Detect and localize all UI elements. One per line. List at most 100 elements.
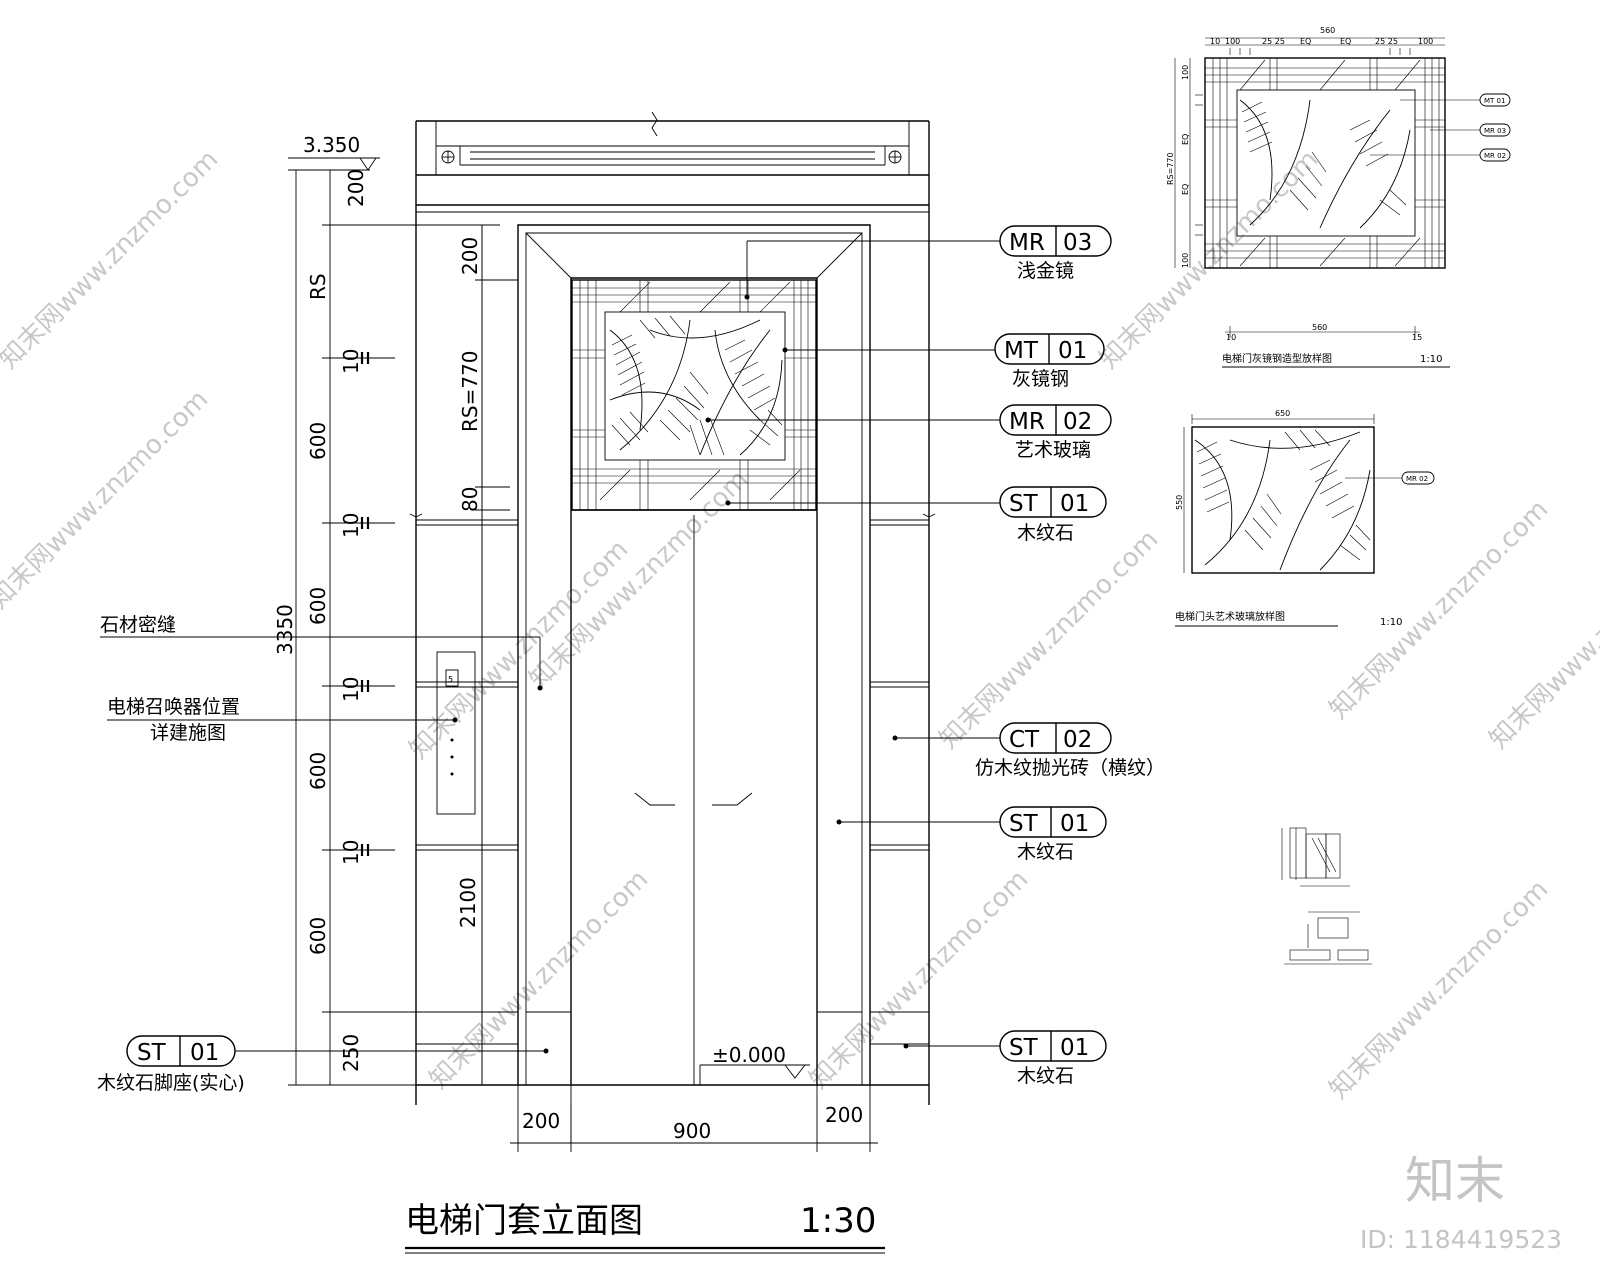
svg-text:02: 02	[1063, 727, 1092, 753]
level-top-label: 3.350	[303, 133, 360, 157]
svg-text:ST: ST	[1009, 1035, 1039, 1061]
detail-art-glass: 650 550 MR 02 电梯门头艺术玻璃放样图 1:10	[1175, 409, 1435, 628]
dim-label: RS=770	[458, 350, 482, 432]
dim-label: 2100	[456, 877, 480, 928]
svg-text:03: 03	[1063, 230, 1092, 256]
dim-label: 200	[344, 169, 368, 207]
svg-text:EQ: EQ	[1340, 37, 1351, 46]
svg-text:ST: ST	[137, 1040, 167, 1066]
watermark-text: 知末网www.znzmo.com	[934, 524, 1165, 755]
dim-bottom-center: 900	[673, 1119, 711, 1143]
dim-label: 10	[339, 513, 363, 538]
dim-label: 200	[458, 237, 482, 275]
dim-total-label: 3350	[273, 604, 297, 655]
svg-text:02: 02	[1063, 409, 1092, 435]
inner-dimensions: 200 RS=770 80 2100	[456, 225, 518, 1085]
watermark-text: 知末网www.znzmo.com	[1324, 874, 1555, 1105]
svg-text:01: 01	[1060, 491, 1089, 517]
svg-text:15: 15	[1412, 333, 1422, 342]
svg-text:木纹石: 木纹石	[1017, 841, 1074, 863]
note-caller-1: 电梯召唤器位置	[107, 696, 240, 718]
svg-text:01: 01	[1060, 811, 1089, 837]
watermark-text: 知末网www.znzmo.com	[524, 464, 755, 695]
svg-text:10: 10	[1226, 333, 1236, 342]
watermark-text: 知末网www.znzmo.com	[1094, 144, 1325, 375]
bottom-dimensions: 200 900 200 ±0.000	[510, 1043, 878, 1152]
dim-label: 600	[306, 587, 330, 625]
svg-text:EQ: EQ	[1181, 134, 1190, 145]
watermark-text: 知末网www.znzmo.com	[0, 144, 224, 375]
callout-st01-head: ST 01 木纹石	[999, 486, 1107, 544]
title-text: 电梯门套立面图	[405, 1201, 643, 1241]
svg-text:CT: CT	[1009, 727, 1040, 753]
dim-bottom-left: 200	[522, 1109, 560, 1133]
callout-mt01: MT 01 灰镜钢	[994, 333, 1105, 390]
brand-id-text: ID: 1184419523	[1360, 1225, 1562, 1254]
svg-text:560: 560	[1312, 323, 1327, 332]
detail1-title: 电梯门灰镜钢造型放样图	[1222, 352, 1332, 365]
watermark-text: 知末网www.znzmo.com	[0, 384, 214, 615]
callout-mr02: MR 02 艺术玻璃	[999, 404, 1112, 461]
svg-text:MR: MR	[1009, 230, 1045, 256]
detail2-title: 电梯门头艺术玻璃放样图	[1175, 610, 1285, 623]
watermark-layer: 知末网www.znzmo.com 知末网www.znzmo.com 知末网www…	[0, 144, 1600, 1105]
svg-text:100: 100	[1181, 65, 1190, 80]
svg-text:木纹石: 木纹石	[1017, 1065, 1074, 1087]
callout-mr03: MR 03 浅金镜	[999, 225, 1112, 282]
svg-text:MT: MT	[1004, 338, 1039, 364]
dim-bottom-right: 200	[825, 1103, 863, 1127]
door-frame	[416, 224, 929, 1086]
art-glass-pattern	[609, 315, 783, 456]
watermark-text: 知末网www.znzmo.com	[404, 534, 635, 765]
svg-text:550: 550	[1175, 495, 1184, 510]
svg-text:01: 01	[190, 1040, 219, 1066]
svg-text:25 25: 25 25	[1375, 37, 1398, 46]
svg-text:RS=770: RS=770	[1166, 152, 1175, 185]
dim-label: RS	[306, 273, 330, 300]
svg-text:MR 02: MR 02	[1484, 152, 1506, 160]
dim-label: 600	[306, 422, 330, 460]
svg-text:100: 100	[1418, 37, 1433, 46]
left-dimensions: 3.350 200 RS 10 600 10 600 10 600 10 600…	[273, 133, 500, 1086]
svg-text:ST: ST	[1009, 811, 1039, 837]
svg-text:EQ: EQ	[1300, 37, 1311, 46]
svg-text:浅金镜: 浅金镜	[1017, 260, 1074, 282]
door-head-panel	[571, 279, 817, 511]
svg-text:MR 03: MR 03	[1484, 127, 1506, 135]
detail2-scale: 1:10	[1380, 617, 1402, 628]
note-stone-seam: 石材密缝	[100, 614, 176, 636]
section-thumbnails	[1281, 827, 1372, 965]
svg-text:100: 100	[1181, 253, 1190, 268]
brand-logo-text: 知末	[1405, 1152, 1505, 1210]
svg-text:MT 01: MT 01	[1484, 97, 1505, 105]
dim-label: 250	[339, 1034, 363, 1072]
title-scale: 1:30	[800, 1201, 876, 1241]
svg-text:01: 01	[1058, 338, 1087, 364]
left-notes: 石材密缝 电梯召唤器位置 详建施图 ST 01 木纹石脚座(实心)	[97, 614, 549, 1094]
svg-text:01: 01	[1060, 1035, 1089, 1061]
svg-text:10: 10	[1210, 37, 1220, 46]
svg-text:灰镜钢: 灰镜钢	[1012, 368, 1069, 390]
dim-label: 600	[306, 752, 330, 790]
drawing-title: 电梯门套立面图 1:30	[405, 1201, 885, 1254]
note-base: 木纹石脚座(实心)	[97, 1072, 245, 1094]
callout-st01-base: ST 01 木纹石	[999, 1030, 1107, 1087]
dim-label: 80	[458, 487, 482, 512]
svg-text:5: 5	[448, 675, 453, 684]
watermark-text: 知末网www.znzmo.com	[1324, 494, 1555, 725]
detail1-scale: 1:10	[1420, 354, 1442, 365]
svg-text:25 25: 25 25	[1262, 37, 1285, 46]
svg-text:MR 02: MR 02	[1406, 475, 1428, 483]
svg-text:木纹石: 木纹石	[1017, 522, 1074, 544]
dim-label: 600	[306, 917, 330, 955]
detail-mirror-steel: 560 10 100 25 25 EQ EQ 25 25 100 RS=770 …	[1166, 26, 1511, 368]
brand-watermark: 知末 ID: 1184419523	[1360, 1152, 1562, 1254]
svg-text:ST: ST	[1009, 491, 1039, 517]
dim-label: 10	[339, 677, 363, 702]
watermark-text: 知末网www.znzmo.com	[804, 864, 1035, 1095]
wall-cladding	[409, 513, 936, 1045]
callouts: MR 03 浅金镜 MT 01 灰镜钢 MR 02 艺术玻璃	[705, 225, 1165, 1087]
level-floor-label: ±0.000	[712, 1043, 786, 1067]
svg-text:MR: MR	[1009, 409, 1045, 435]
svg-text:仿木纹抛光砖（横纹）: 仿木纹抛光砖（横纹）	[975, 757, 1165, 779]
